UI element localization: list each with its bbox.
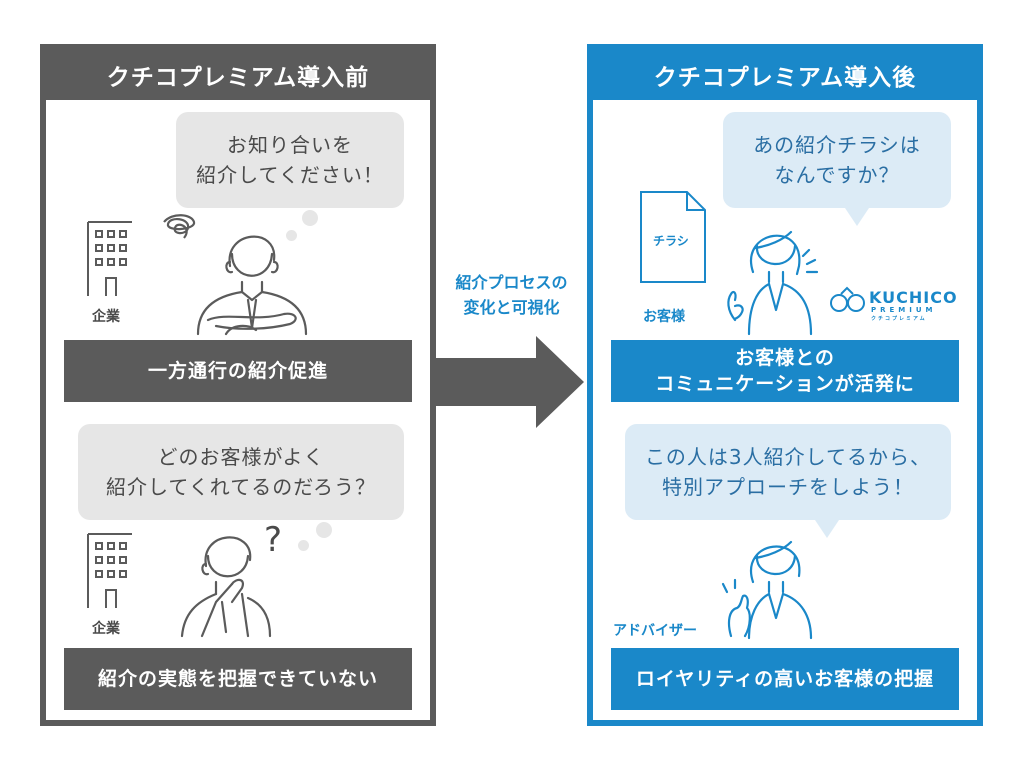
question-mark: ? <box>264 520 283 560</box>
frustration-scribble-icon <box>163 214 196 239</box>
summary-bar-communication: お客様との コミュニケーションが活発に <box>611 340 959 402</box>
building-icon <box>87 533 132 608</box>
logo-kana-text: クチコプレミアム <box>871 316 927 322</box>
thought-dot <box>302 210 318 226</box>
speech-bubble-request: お知り合いを 紹介してください！ <box>176 112 404 208</box>
after-header: クチコプレミアム導入後 <box>593 50 977 100</box>
businessman-icon <box>196 235 308 336</box>
bubble-text: あの紹介チラシは なんですか？ <box>753 133 921 187</box>
logo-sub-text: PREMIUM <box>871 306 937 314</box>
bubble-tail <box>815 520 839 538</box>
advisor-label: アドバイザー <box>613 623 697 639</box>
arrow-right-icon <box>436 336 584 428</box>
advisor-woman-icon <box>721 540 813 640</box>
company-label: 企業 <box>92 309 120 325</box>
summary-bar-one-way: 一方通行の紹介促進 <box>64 340 412 402</box>
flyer-label: チラシ <box>653 234 689 248</box>
thought-dot <box>316 522 332 538</box>
bar-text: お客様との コミュニケーションが活発に <box>655 347 915 395</box>
bubble-text: この人は3人紹介してるから、 特別アプローチをしよう！ <box>644 445 932 499</box>
thought-dot <box>286 230 297 241</box>
bubble-text: お知り合いを 紹介してください！ <box>196 133 384 187</box>
logo-main-text: KUCHICO <box>869 288 958 307</box>
customer-woman-icon <box>727 230 819 336</box>
speech-bubble-question: どのお客様がよく 紹介してくれてるのだろう？ <box>78 424 404 520</box>
flyer-icon <box>640 191 706 283</box>
speech-bubble-advisor: この人は3人紹介してるから、 特別アプローチをしよう！ <box>625 424 951 520</box>
bar-text: ロイヤリティの高いお客様の把握 <box>635 668 935 690</box>
after-panel: クチコプレミアム導入後 あの紹介チラシは なんですか？ チラシ お客様 <box>587 44 983 726</box>
company-label: 企業 <box>92 621 120 637</box>
thought-dot <box>298 540 309 551</box>
summary-bar-loyalty: ロイヤリティの高いお客様の把握 <box>611 648 959 710</box>
summary-bar-unknown: 紹介の実態を把握できていない <box>64 648 412 710</box>
kuchico-logo-icon <box>830 286 865 312</box>
process-change-label: 紹介プロセスの 変化と可視化 <box>455 273 568 317</box>
building-icon <box>87 221 132 296</box>
bubble-text: どのお客様がよく 紹介してくれてるのだろう？ <box>106 445 376 499</box>
bar-text: 紹介の実態を把握できていない <box>97 668 378 690</box>
thinking-businessman-icon <box>180 536 272 638</box>
bubble-tail <box>845 208 869 226</box>
customer-label: お客様 <box>643 309 685 325</box>
bar-text: 一方通行の紹介促進 <box>147 360 328 382</box>
before-header: クチコプレミアム導入前 <box>46 50 430 100</box>
before-panel: クチコプレミアム導入前 お知り合いを 紹介してください！ 企業 <box>40 44 436 726</box>
speech-bubble-customer: あの紹介チラシは なんですか？ <box>723 112 951 208</box>
